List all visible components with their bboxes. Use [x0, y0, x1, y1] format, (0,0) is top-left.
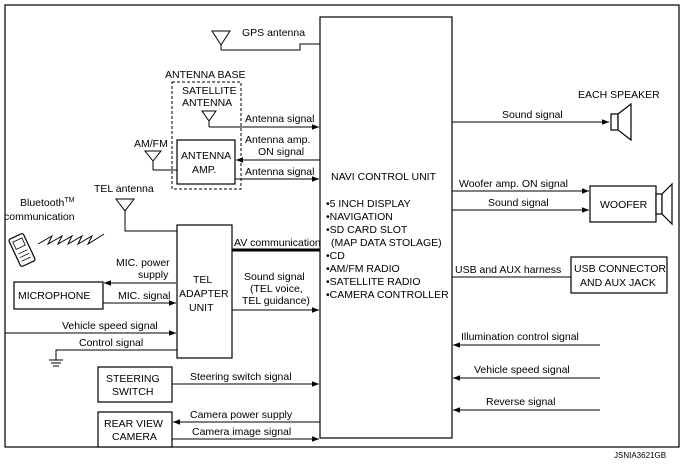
gps-antenna-line	[221, 43, 320, 51]
each-speaker-label: EACH SPEAKER	[578, 89, 660, 101]
antenna-amp-label: ANTENNA	[181, 150, 231, 162]
illumination-control-label: Illumination control signal	[461, 331, 579, 343]
sound-signal-tel-label: Sound signal	[244, 271, 305, 283]
satellite-antenna-icon	[201, 110, 217, 127]
mic-power-supply-label: MIC. power	[116, 257, 170, 269]
bluetooth-label: BluetoothTM	[20, 197, 75, 209]
satellite-antenna-label: ANTENNA	[182, 97, 232, 109]
tel-adapter-label: ADAPTER	[179, 288, 229, 300]
usb-connector-box	[570, 256, 668, 294]
steering-switch-box	[97, 366, 173, 403]
navi-feature: •CD	[326, 250, 345, 262]
antenna-amp-on-label: Antenna amp.	[245, 134, 310, 146]
satellite-antenna-label: SATELLITE	[182, 85, 237, 97]
bluetooth-label: communication	[4, 211, 75, 223]
steering-switch-label: SWITCH	[112, 386, 153, 398]
navi-title: NAVI CONTROL UNIT	[331, 171, 437, 183]
usb-connector-label: AND AUX JACK	[580, 277, 656, 289]
woofer-label: WOOFER	[600, 199, 648, 211]
ground-icon	[49, 359, 63, 367]
gps-antenna-label: GPS antenna	[242, 27, 305, 39]
antenna-base-dashed-box	[171, 81, 242, 190]
navi-feature: •CAMERA CONTROLLER	[326, 289, 449, 301]
navi-feature-list: •5 INCH DISPLAY •NAVIGATION •SD CARD SLO…	[326, 198, 449, 301]
tel-adapter-label: TEL	[193, 274, 212, 286]
vehicle-speed-left-label: Vehicle speed signal	[62, 320, 158, 332]
mobile-phone-icon	[8, 233, 36, 267]
sound-signal-speaker-label: Sound signal	[502, 109, 563, 121]
steering-switch-signal-label: Steering switch signal	[190, 371, 292, 383]
control-signal-line	[55, 349, 177, 360]
antenna-amp-label: AMP.	[192, 164, 216, 176]
rear-view-camera-box	[97, 411, 173, 448]
microphone-label: MICROPHONE	[18, 290, 90, 302]
usb-connector-label: USB CONNECTOR	[574, 263, 666, 275]
tel-adapter-label: UNIT	[189, 302, 214, 314]
steering-switch-label: STEERING	[106, 373, 160, 385]
reverse-signal-label: Reverse signal	[486, 396, 555, 408]
navi-feature: •AM/FM RADIO	[326, 263, 400, 275]
antenna-signal-sat-label: Antenna signal	[245, 113, 314, 125]
tel-antenna-label: TEL antenna	[94, 183, 154, 195]
navi-feature: •NAVIGATION	[326, 211, 393, 223]
am-fm-label: AM/FM	[134, 138, 168, 150]
antenna-amp-on-label: ON signal	[258, 146, 304, 158]
woofer-speaker-icon	[655, 182, 673, 226]
diagram-code: JSNIA3621GB	[614, 451, 666, 460]
am-fm-antenna-icon	[143, 150, 177, 171]
navi-feature: (MAP DATA STOLAGE)	[331, 237, 442, 249]
woofer-amp-on-label: Woofer amp. ON signal	[459, 178, 568, 190]
camera-image-signal-label: Camera image signal	[192, 426, 291, 438]
diagram-frame	[4, 4, 680, 448]
sound-signal-tel-label: (TEL voice,	[250, 283, 303, 295]
sound-signal-tel-label: TEL guidance)	[242, 295, 310, 307]
navi-control-unit-box	[319, 16, 453, 439]
mic-power-supply-label: supply	[138, 269, 169, 281]
gps-antenna-icon	[211, 30, 231, 50]
camera-power-supply-label: Camera power supply	[190, 409, 293, 421]
antenna-signal-amp-label: Antenna signal	[245, 166, 314, 178]
navi-feature: •5 INCH DISPLAY	[326, 198, 411, 210]
navi-feature: •SATELLITE RADIO	[326, 276, 421, 288]
mic-signal-label: MIC. signal	[118, 290, 171, 302]
av-communication-label: AV communication	[234, 237, 321, 249]
rear-view-camera-label: CAMERA	[112, 431, 157, 443]
sound-signal-woofer-label: Sound signal	[488, 197, 549, 209]
rear-view-camera-label: REAR VIEW	[104, 418, 163, 430]
speaker-icon	[610, 102, 632, 142]
tel-antenna-line	[124, 219, 177, 232]
antenna-base-label: ANTENNA BASE	[165, 69, 246, 81]
control-signal-label: Control signal	[79, 337, 143, 349]
antenna-amp-box	[176, 139, 236, 185]
tel-antenna-icon	[115, 198, 135, 219]
microphone-box	[13, 281, 104, 310]
wireless-signal-icon	[37, 233, 105, 246]
vehicle-speed-right-label: Vehicle speed signal	[474, 364, 570, 376]
usb-aux-harness-label: USB and AUX harness	[455, 264, 561, 276]
navi-feature: •SD CARD SLOT	[326, 224, 408, 236]
tel-adapter-unit-box	[176, 224, 233, 359]
